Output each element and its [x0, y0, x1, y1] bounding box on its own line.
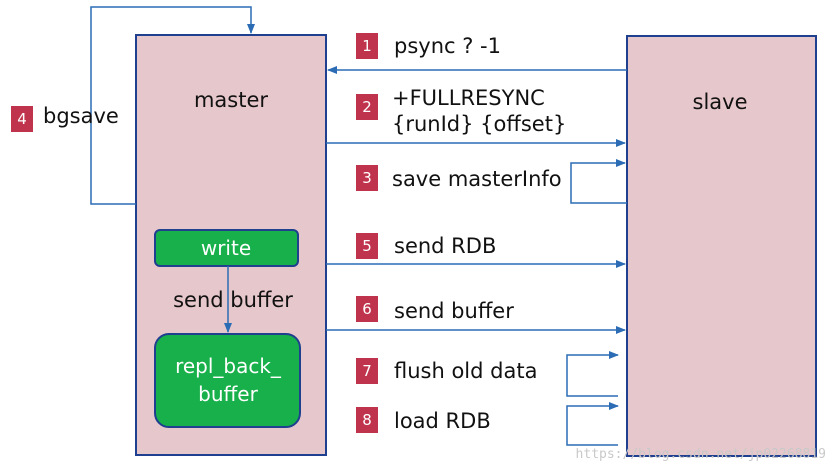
- step-number: 5: [362, 237, 372, 255]
- step-number: 6: [362, 300, 372, 318]
- write-box: [154, 229, 299, 267]
- step-label-line-2: {runId} {offset}: [392, 112, 566, 136]
- bgsave-loop-arrow: [90, 6, 255, 205]
- step-number: 1: [362, 37, 372, 55]
- step-number: 7: [362, 362, 372, 380]
- step-3: 3 save masterInfo: [356, 165, 562, 191]
- save-masterinfo-loop-arrow: [570, 159, 627, 204]
- load-rdb-loop-arrow: [566, 402, 619, 446]
- step-number: 4: [17, 110, 27, 128]
- step-label: bgsave: [43, 104, 119, 128]
- step-badge: [356, 33, 378, 59]
- step-number: 8: [362, 411, 372, 429]
- step-label: load RDB: [394, 409, 491, 433]
- send-buffer-inner-label: send buffer: [173, 288, 293, 312]
- step-number: 3: [362, 169, 372, 187]
- step-number: 2: [362, 98, 372, 116]
- step-label: send buffer: [394, 299, 514, 323]
- step-4: 4 bgsave: [11, 104, 119, 132]
- step-label: send RDB: [394, 234, 496, 258]
- step-badge: [356, 233, 378, 259]
- step-label: psync ? -1: [394, 34, 501, 58]
- step-badge: [356, 165, 378, 191]
- flush-old-data-loop-arrow: [566, 351, 619, 397]
- repl-back-buffer-label-1: repl_back_: [175, 354, 282, 378]
- step-label: save masterInfo: [392, 167, 562, 191]
- step-badge: [356, 407, 378, 433]
- step-8: 8 load RDB: [356, 407, 491, 433]
- repl-back-buffer-box: [154, 333, 301, 428]
- slave-box: [626, 35, 817, 457]
- step-7: 7 flush old data: [356, 358, 537, 384]
- step-1: 1 psync ? -1: [356, 33, 501, 59]
- step-5: 5 send RDB: [356, 233, 496, 259]
- step-badge: [356, 94, 378, 120]
- step-6: 6 send buffer: [356, 296, 514, 323]
- watermark: https://blog.csdn.net/jp02268819: [576, 447, 826, 462]
- step-badge: [11, 106, 33, 132]
- step-label: flush old data: [394, 359, 537, 383]
- step-2: 2 +FULLRESYNC {runId} {offset}: [356, 86, 566, 136]
- repl-back-buffer-label-2: buffer: [198, 382, 258, 406]
- write-label: write: [201, 236, 251, 260]
- step-label: +FULLRESYNC: [392, 86, 545, 110]
- step-badge: [356, 296, 378, 322]
- step-badge: [356, 358, 378, 384]
- master-label: master: [194, 88, 268, 112]
- slave-label: slave: [693, 90, 748, 114]
